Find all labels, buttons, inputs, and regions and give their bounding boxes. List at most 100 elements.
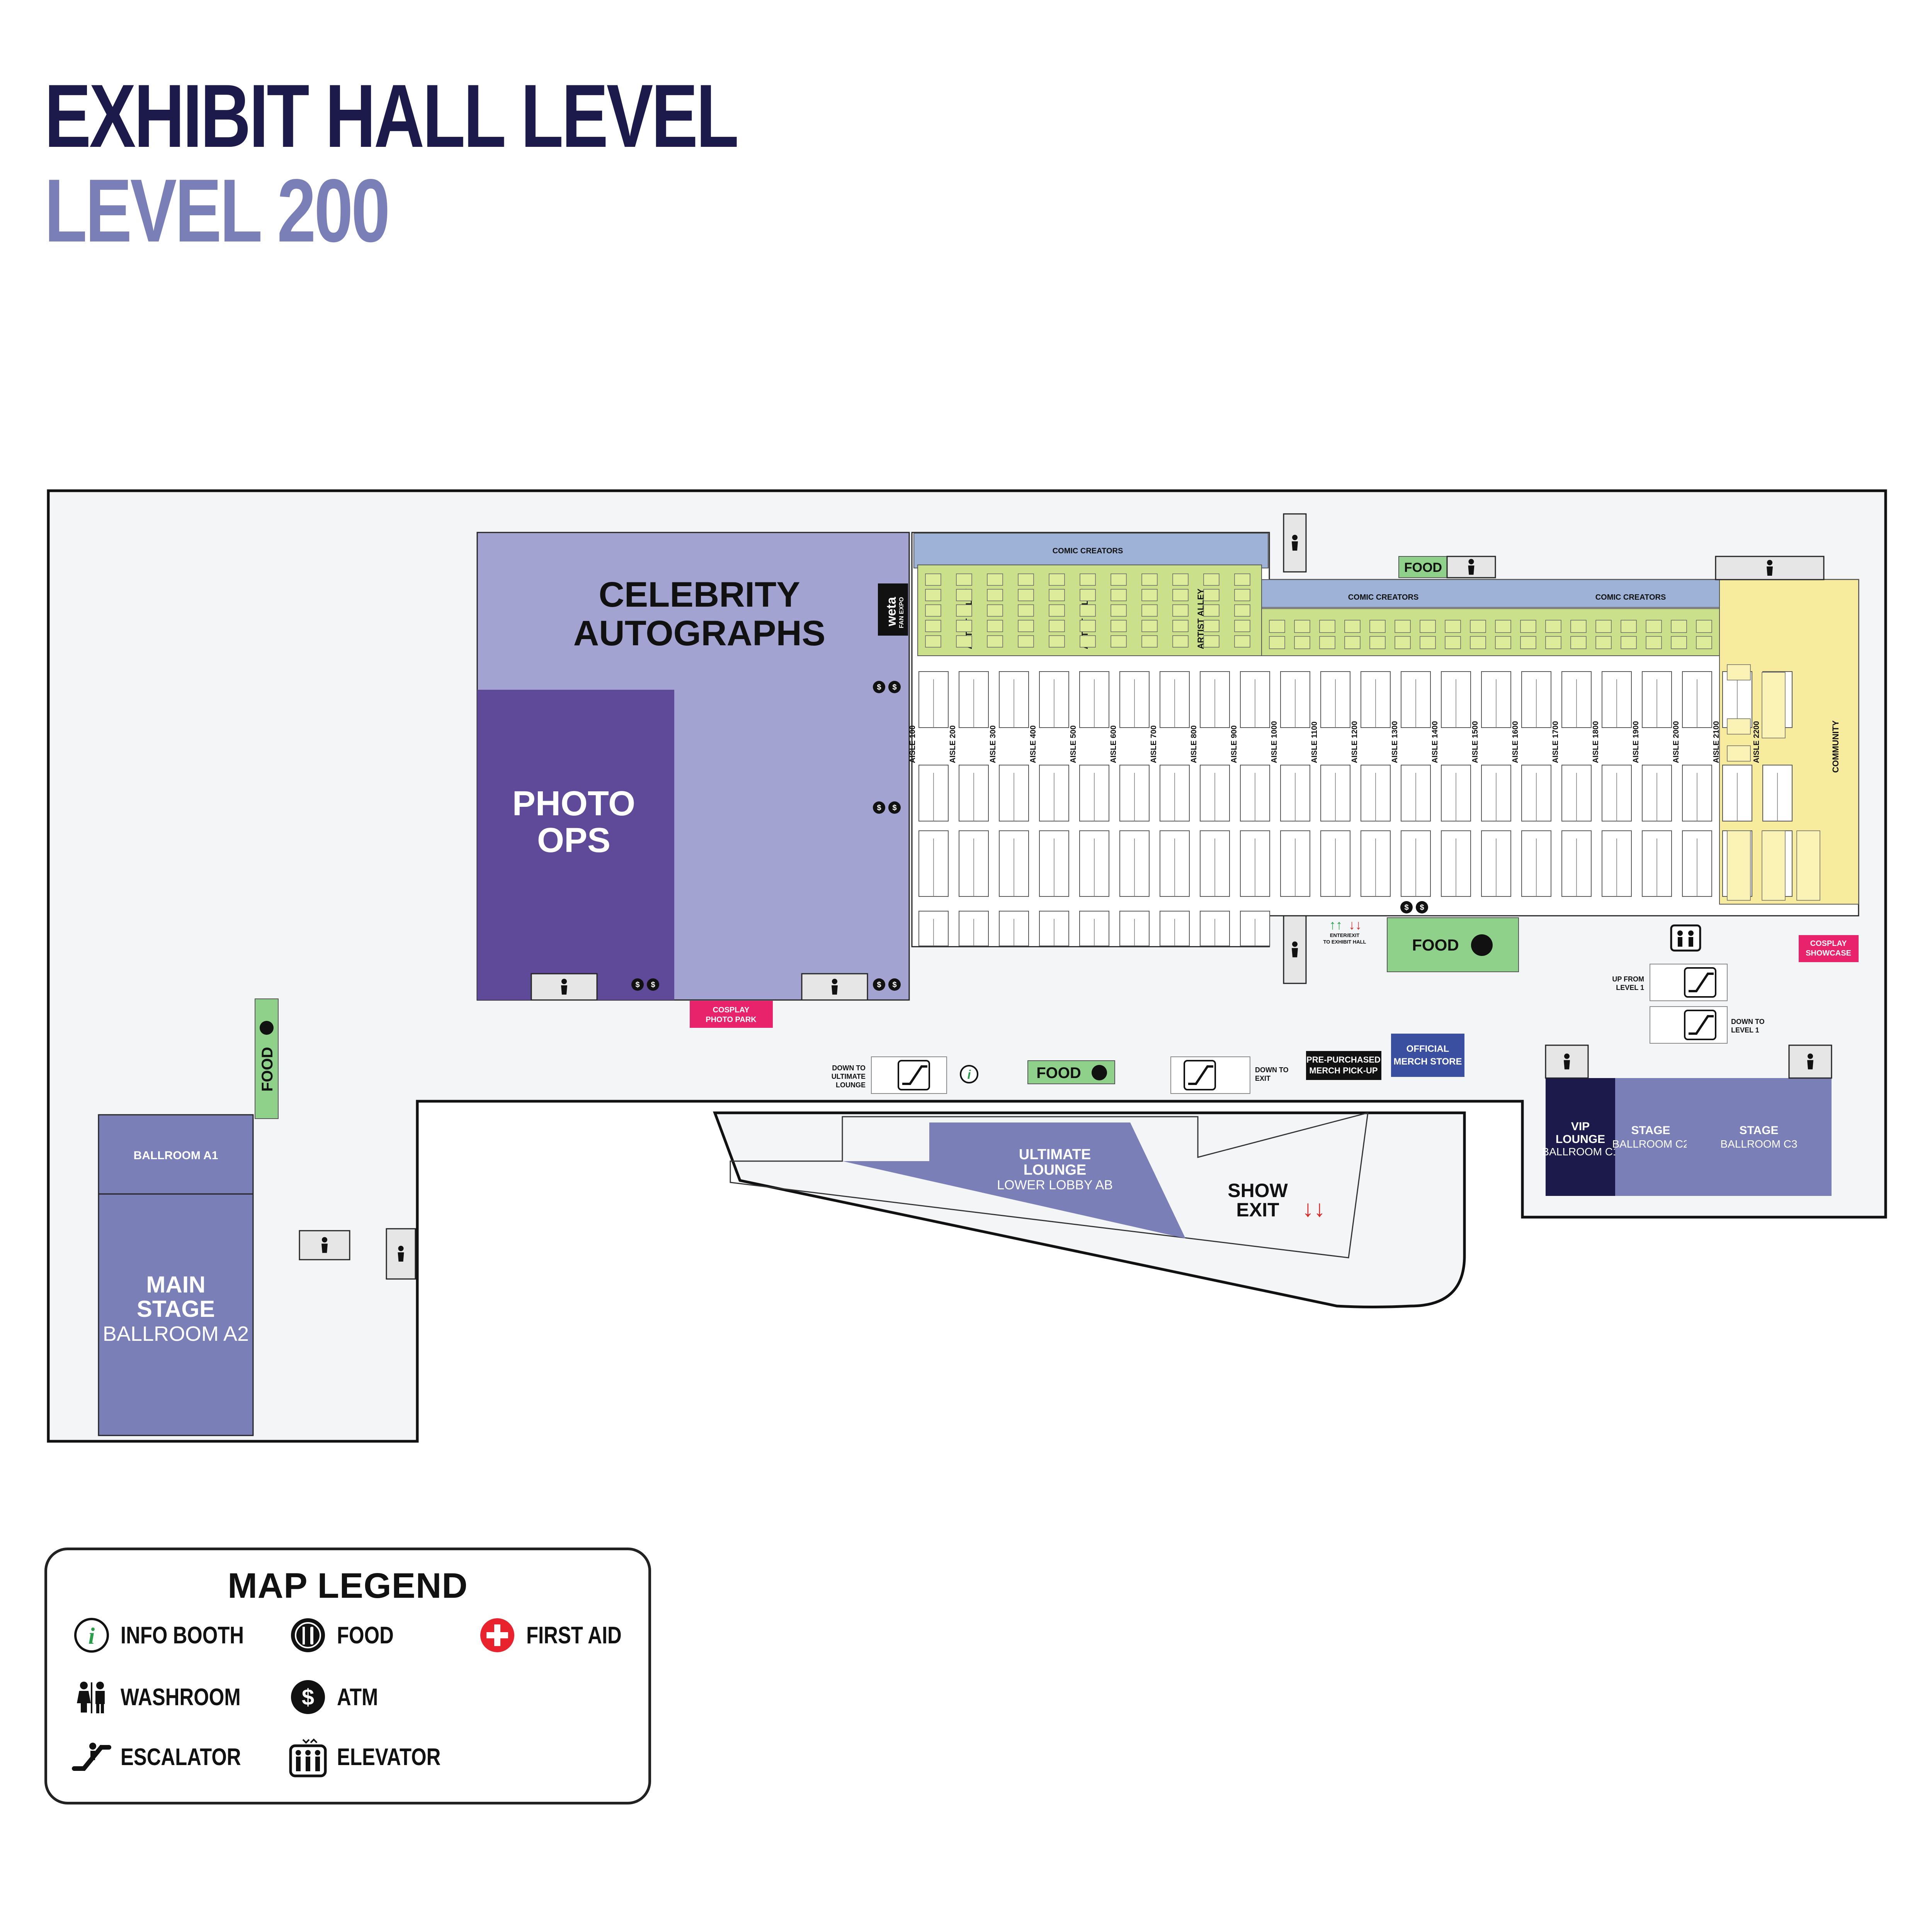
artist-table[interactable] [1111,635,1127,648]
artist-table[interactable] [1049,620,1065,632]
info-booth-icon[interactable]: i [960,1065,978,1083]
artist-table[interactable] [1080,620,1096,632]
artist-table[interactable] [1080,604,1096,617]
artist-table[interactable] [1234,589,1250,601]
artist-table[interactable] [956,573,972,586]
artist-table[interactable] [1344,636,1361,649]
cosplay-photo-park[interactable] [690,1001,773,1028]
ultimate-lounge[interactable] [842,1122,1185,1238]
atm-icon[interactable] [888,978,901,991]
artist-table[interactable] [1049,573,1065,586]
artist-table[interactable] [1049,604,1065,617]
artist-table[interactable] [1646,636,1662,649]
artist-table[interactable] [1141,620,1158,632]
artist-table[interactable] [956,589,972,601]
atm-icon[interactable] [873,801,885,814]
artist-table[interactable] [1520,636,1536,649]
artist-table[interactable] [1319,636,1335,649]
artist-table[interactable] [1203,589,1219,601]
artist-table[interactable] [956,620,972,632]
artist-table[interactable] [1470,620,1486,633]
artist-table[interactable] [1080,573,1096,586]
food-area-main[interactable] [1387,917,1519,972]
escalator-down-exit[interactable] [1170,1056,1250,1094]
artist-table[interactable] [1049,635,1065,648]
food-area-side[interactable] [255,998,279,1119]
artist-table[interactable] [956,635,972,648]
artist-table[interactable] [1172,573,1189,586]
artist-table[interactable] [1172,589,1189,601]
escalator-down-ultimate[interactable] [871,1056,947,1094]
artist-table[interactable] [1269,620,1285,633]
artist-table[interactable] [1172,604,1189,617]
artist-table[interactable] [925,589,941,601]
artist-table[interactable] [1049,589,1065,601]
atm-icon[interactable] [1416,901,1428,913]
artist-table[interactable] [925,635,941,648]
cosplay-showcase[interactable] [1799,935,1859,962]
artist-table[interactable] [1545,636,1561,649]
community-booth[interactable] [1727,830,1751,901]
community-booth[interactable] [1762,830,1786,901]
artist-table[interactable] [987,620,1003,632]
artist-table[interactable] [1344,620,1361,633]
artist-table[interactable] [1141,604,1158,617]
artist-table[interactable] [1111,620,1127,632]
artist-table[interactable] [1495,620,1511,633]
artist-table[interactable] [1595,620,1612,633]
artist-table[interactable] [1520,620,1536,633]
artist-table[interactable] [1203,635,1219,648]
artist-table[interactable] [1269,636,1285,649]
artist-table[interactable] [1018,620,1034,632]
artist-table[interactable] [1018,604,1034,617]
ballroom-a1[interactable] [98,1114,254,1195]
artist-table[interactable] [1203,620,1219,632]
artist-table[interactable] [1495,636,1511,649]
merch-pickup[interactable] [1306,1051,1381,1080]
artist-table[interactable] [1018,589,1034,601]
artist-table[interactable] [1595,636,1612,649]
photo-ops-area[interactable] [477,690,674,1000]
community-booth[interactable] [1727,745,1751,762]
artist-table[interactable] [1111,589,1127,601]
atm-icon[interactable] [1400,901,1413,913]
artist-table[interactable] [1203,573,1219,586]
artist-table[interactable] [1203,604,1219,617]
artist-table[interactable] [1369,636,1386,649]
atm-icon[interactable] [631,978,644,991]
artist-table[interactable] [1234,620,1250,632]
artist-table[interactable] [1080,589,1096,601]
stage-ballroom-c2[interactable] [1615,1078,1687,1196]
artist-alley-area-2[interactable] [1261,608,1720,656]
escalator-up-from-level1[interactable] [1650,964,1728,1001]
escalator-down-to-level1[interactable] [1650,1006,1728,1044]
vip-lounge-ballroom-c1[interactable] [1546,1078,1615,1196]
artist-table[interactable] [1671,636,1687,649]
atm-icon[interactable] [873,978,885,991]
artist-table[interactable] [1646,620,1662,633]
artist-table[interactable] [1395,620,1411,633]
artist-table[interactable] [1420,620,1436,633]
stage-ballroom-c3[interactable] [1687,1078,1832,1196]
official-merch-store[interactable] [1391,1034,1464,1077]
artist-table[interactable] [1470,636,1486,649]
community-booth[interactable] [1796,830,1820,901]
artist-table[interactable] [1172,635,1189,648]
food-area-top[interactable] [1398,556,1447,578]
artist-table[interactable] [1172,620,1189,632]
community-booth[interactable] [1727,664,1751,680]
artist-table[interactable] [987,573,1003,586]
atm-icon[interactable] [873,681,885,693]
artist-table[interactable] [987,589,1003,601]
artist-table[interactable] [1141,635,1158,648]
artist-table[interactable] [1141,573,1158,586]
elevator-icon[interactable] [1670,924,1701,952]
artist-table[interactable] [1319,620,1335,633]
artist-table[interactable] [1445,620,1461,633]
artist-table[interactable] [1234,573,1250,586]
artist-table[interactable] [956,604,972,617]
atm-icon[interactable] [888,801,901,814]
artist-table[interactable] [1420,636,1436,649]
artist-table[interactable] [1545,620,1561,633]
comic-creators-area-1[interactable] [913,533,1269,568]
